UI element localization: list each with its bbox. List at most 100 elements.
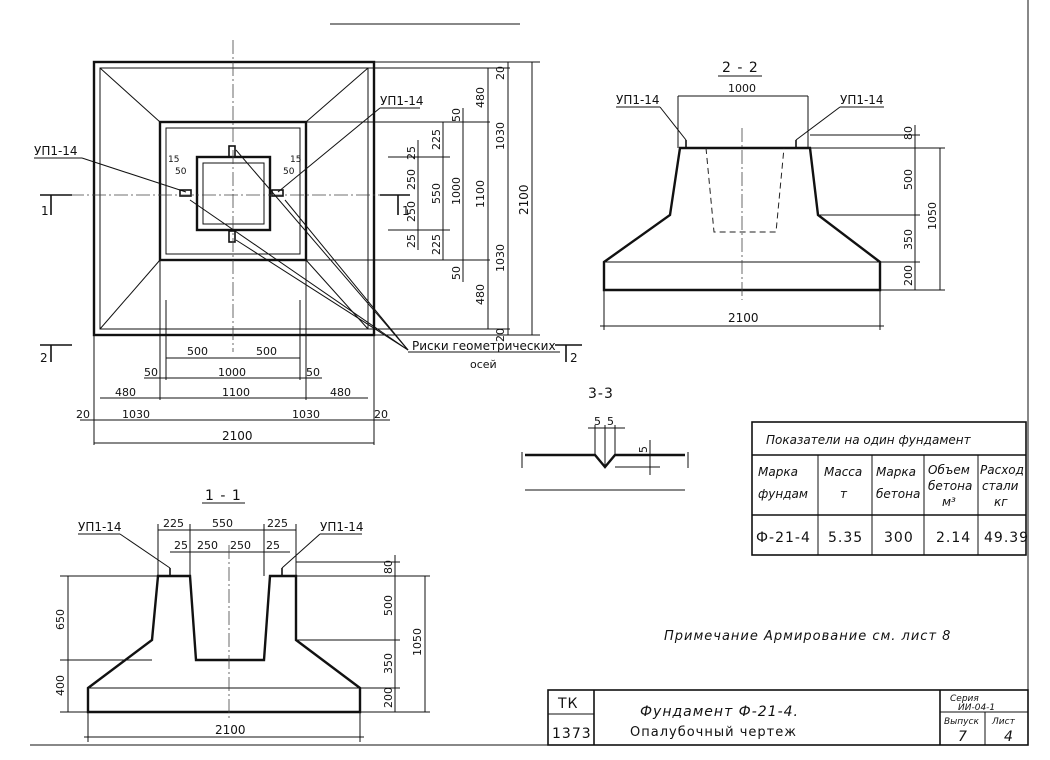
plan-v-225b: 225 xyxy=(430,234,443,255)
table-h3a: Марка xyxy=(876,465,916,479)
plan-view: 1 1 2 2 УП1-14 УП1-14 Риски геометрическ… xyxy=(34,40,582,445)
stamp-title: Фундамент Ф-21-4. xyxy=(640,704,799,720)
section-1-1-outline xyxy=(86,574,362,714)
title-block: ТК 1373 Фундамент Ф-21-4. Опалубочный че… xyxy=(547,689,1029,746)
plan-socket xyxy=(195,155,272,232)
stamp-sheet-value: 4 xyxy=(1004,729,1014,745)
plan-dim-1030b: 1030 xyxy=(292,408,320,421)
table-row-mark: Ф-21-4 xyxy=(756,530,811,546)
section-1-1-dim-200: 200 xyxy=(382,687,395,708)
table-h4b: бетона xyxy=(928,479,972,493)
axis-mark-right xyxy=(271,189,284,197)
cut-2-right: 2 xyxy=(570,351,578,365)
indicators-table: Показатели на один фундамент Марка фунда… xyxy=(751,421,1029,556)
plan-dim-1100: 1100 xyxy=(222,386,250,399)
section-1-1-dim-225b: 225 xyxy=(267,517,288,530)
section-1-1-dim-25b: 25 xyxy=(266,539,280,552)
plan-dim-480a: 480 xyxy=(115,386,136,399)
stamp-issue-value: 7 xyxy=(958,729,968,745)
plan-socket-inner xyxy=(202,162,265,225)
section-1-1-dim-650: 650 xyxy=(54,609,67,630)
section-2-2-ref-right: УП1-14 xyxy=(840,93,884,107)
section-1-1-dim-25a: 25 xyxy=(174,539,188,552)
table-h5a: Расход xyxy=(980,463,1024,477)
table-title: Показатели на один фундамент xyxy=(766,433,972,447)
section-2-2-dim-200: 200 xyxy=(902,265,915,286)
axis-marks-note-1: Риски геометрических xyxy=(412,339,556,353)
table-h2b: т xyxy=(840,487,848,501)
section-3-3-dim-5c: 5 xyxy=(637,446,650,453)
section-1-1-dim-250b: 250 xyxy=(230,539,251,552)
plan-dim-1000: 1000 xyxy=(218,366,246,379)
plan-ref-left: УП1-14 xyxy=(34,144,78,158)
section-1-1-dim-80: 80 xyxy=(382,560,395,574)
plan-dim-15-right: 15 xyxy=(290,155,301,165)
section-2-2-ref-left: УП1-14 xyxy=(616,93,660,107)
plan-dim-50-left: 50 xyxy=(175,167,187,177)
section-1-1-dim-1050: 1050 xyxy=(411,628,424,656)
section-1-1-dim-550: 550 xyxy=(212,517,233,530)
cut-1-left: 1 xyxy=(41,204,49,218)
plan-v-20a: 20 xyxy=(494,66,507,80)
plan-v-50a: 50 xyxy=(450,108,463,122)
plan-v-1030a: 1030 xyxy=(494,122,507,150)
section-3-3-dim-5a: 5 xyxy=(594,415,601,428)
plan-v-2100: 2100 xyxy=(517,184,531,215)
plan-dim-15-left: 15 xyxy=(168,155,179,165)
stamp-series-value: ИИ-04-1 xyxy=(958,703,995,713)
plan-v-25b: 25 xyxy=(405,234,418,248)
axis-marks-note-2: осей xyxy=(470,358,497,371)
plan-v-1100: 1100 xyxy=(474,180,487,208)
section-1-1-ref-left: УП1-14 xyxy=(78,520,122,534)
section-2-2-dim-1050: 1050 xyxy=(926,202,939,230)
table-h3b: бетона xyxy=(876,487,920,501)
section-2-2-dim-500: 500 xyxy=(902,169,915,190)
plan-dim-20b: 20 xyxy=(374,408,388,421)
section-3-3-title: 3-3 xyxy=(588,386,614,402)
section-1-1-dim-500: 500 xyxy=(382,595,395,616)
section-1-1-dim-400: 400 xyxy=(54,675,67,696)
axis-mark-top xyxy=(228,145,236,158)
section-3-3-dim-5b: 5 xyxy=(607,415,614,428)
plan-outer-edge-inner xyxy=(99,67,369,330)
section-1-1-ref-right: УП1-14 xyxy=(320,520,364,534)
section-1-1-dim-250a: 250 xyxy=(197,539,218,552)
section-1-1: 1 - 1 УП1-14 УП1-14 225 550 225 25 250 2… xyxy=(54,488,430,742)
cut-1-right: 1 xyxy=(402,204,410,218)
plan-dim-50a: 50 xyxy=(144,366,158,379)
plan-v-225a: 225 xyxy=(430,129,443,150)
note-text: Примечание Армирование см. лист 8 xyxy=(664,629,951,644)
section-1-1-dim-2100: 2100 xyxy=(215,723,246,737)
section-1-1-dim-225a: 225 xyxy=(163,517,184,530)
stamp-tk: ТК xyxy=(557,696,579,712)
plan-dim-500-left: 500 xyxy=(187,345,208,358)
plan-v-480a: 480 xyxy=(474,87,487,108)
section-3-3: 3-3 5 5 5 xyxy=(521,386,689,491)
table-row-steel: 49.39 xyxy=(984,530,1029,546)
cut-2-left: 2 xyxy=(40,351,48,365)
table-h2a: Масса xyxy=(824,465,862,479)
section-1-1-title: 1 - 1 xyxy=(205,488,242,504)
table-row-concrete: 300 xyxy=(884,530,914,546)
plan-outer-edge xyxy=(92,60,376,337)
table-h1a: Марка xyxy=(758,465,798,479)
axis-mark-left xyxy=(179,189,192,197)
stamp-sheet-label: Лист xyxy=(991,717,1016,727)
plan-v-550: 550 xyxy=(430,183,443,204)
section-1-1-dim-350: 350 xyxy=(382,653,395,674)
section-2-2-socket xyxy=(705,147,785,233)
plan-dim-1030a: 1030 xyxy=(122,408,150,421)
plan-dim-2100: 2100 xyxy=(222,429,253,443)
plan-v-1030b: 1030 xyxy=(494,244,507,272)
table-row-volume: 2.14 xyxy=(936,530,971,546)
plan-v-20b: 20 xyxy=(494,328,507,342)
stamp-issue-label: Выпуск xyxy=(944,717,979,727)
plan-v-50b: 50 xyxy=(450,266,463,280)
section-2-2: 2 - 2 УП1-14 УП1-14 1000 2100 80 500 350… xyxy=(600,60,945,330)
plan-ref-right: УП1-14 xyxy=(380,94,424,108)
stamp-subtitle: Опалубочный чертеж xyxy=(630,725,797,740)
plan-v-1000: 1000 xyxy=(450,177,463,205)
section-2-2-dim-2100: 2100 xyxy=(728,311,759,325)
plan-v-250a: 250 xyxy=(405,169,418,190)
